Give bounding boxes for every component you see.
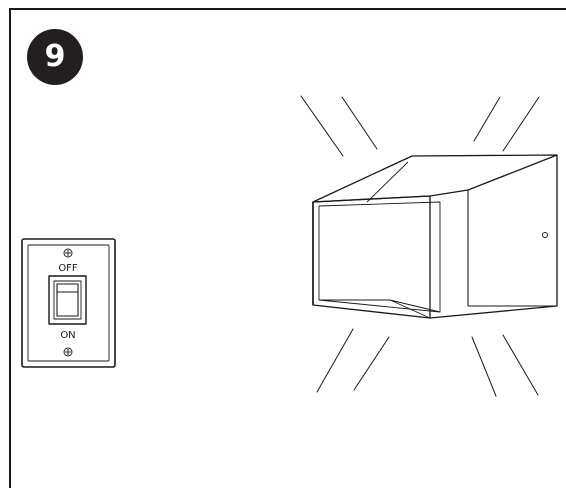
- top-screw-icon: [63, 248, 73, 258]
- switch-off-label: OFF: [58, 263, 78, 274]
- toggle-lever: [56, 291, 79, 317]
- toggle-housing: [48, 275, 87, 325]
- wall-switch: [21, 238, 116, 368]
- toggle-recess: [53, 280, 82, 320]
- light-ray: [471, 336, 497, 397]
- light-ray: [316, 328, 354, 393]
- light-ray: [341, 96, 378, 150]
- switch-plate-inner: [27, 244, 110, 362]
- light-ray: [300, 95, 344, 157]
- fixture-top-inner-edge: [366, 161, 409, 203]
- fixture-bottom-face: [319, 299, 441, 319]
- light-ray: [353, 336, 390, 391]
- fixture-top-face: [312, 154, 558, 203]
- step-number-badge: 9: [27, 29, 83, 85]
- wall-light-fixture: [312, 154, 558, 319]
- light-ray: [502, 96, 540, 152]
- light-rays: [300, 95, 540, 397]
- switch-plate-outer: [21, 238, 116, 368]
- mounting-screw-icon: [542, 232, 548, 238]
- light-ray: [502, 334, 539, 396]
- switch-on-label: ON: [60, 330, 75, 341]
- light-ray: [473, 96, 501, 142]
- fixture-inner-panel: [318, 201, 441, 313]
- toggle-lever-top: [56, 283, 79, 293]
- bottom-screw-icon: [63, 347, 73, 357]
- panel-border: [9, 8, 566, 488]
